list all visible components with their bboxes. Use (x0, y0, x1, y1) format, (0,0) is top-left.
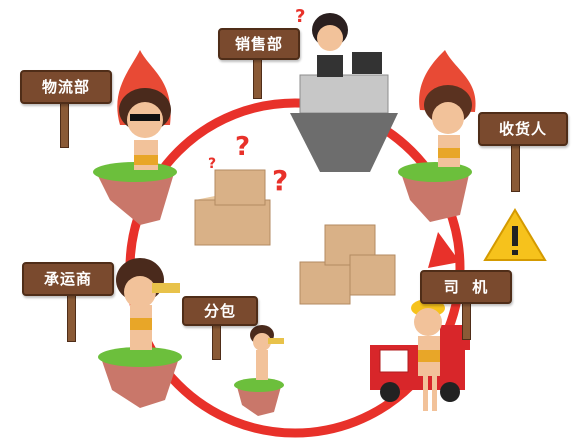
question-mark-icon: ? (235, 132, 250, 162)
island-subcontract (234, 378, 284, 416)
sign-consignee: 收货人 (478, 112, 568, 146)
cycle-arrow-head (428, 232, 460, 268)
island-consignee (398, 162, 472, 222)
island-carrier (98, 347, 182, 408)
box-icon (349, 254, 396, 296)
consignee-person (419, 50, 476, 167)
sign-subcontract: 分包 (182, 296, 258, 326)
sign-logistics: 物流部 (20, 70, 112, 104)
logistics-person (117, 50, 171, 170)
sales-person: ? (295, 6, 348, 77)
warning-icon (483, 208, 547, 261)
computer-icon (352, 52, 382, 74)
sign-carrier: 承运商 (22, 262, 114, 296)
sign-post-logistics (60, 98, 69, 148)
question-mark-icon: ? (208, 156, 216, 172)
carrier-person (116, 258, 180, 350)
sign-post-carrier (67, 290, 76, 342)
telescope-icon (268, 338, 284, 344)
box-icon (214, 169, 266, 206)
boxes-right (299, 224, 396, 305)
truck-icon (370, 325, 470, 402)
sign-driver: 司 机 (420, 270, 512, 304)
sign-post-driver (462, 298, 471, 340)
sign-post-consignee (511, 140, 520, 192)
sign-sales: 销售部 (218, 28, 300, 60)
telescope-icon (152, 283, 180, 293)
question-mark-icon: ? (295, 6, 305, 27)
box-icon (299, 261, 351, 305)
island-logistics (93, 162, 177, 225)
sales-desk (290, 52, 398, 172)
question-mark-icon: ? (272, 164, 288, 197)
boxes-center: ? ? ? (194, 132, 288, 246)
subcontract-person (250, 325, 284, 380)
